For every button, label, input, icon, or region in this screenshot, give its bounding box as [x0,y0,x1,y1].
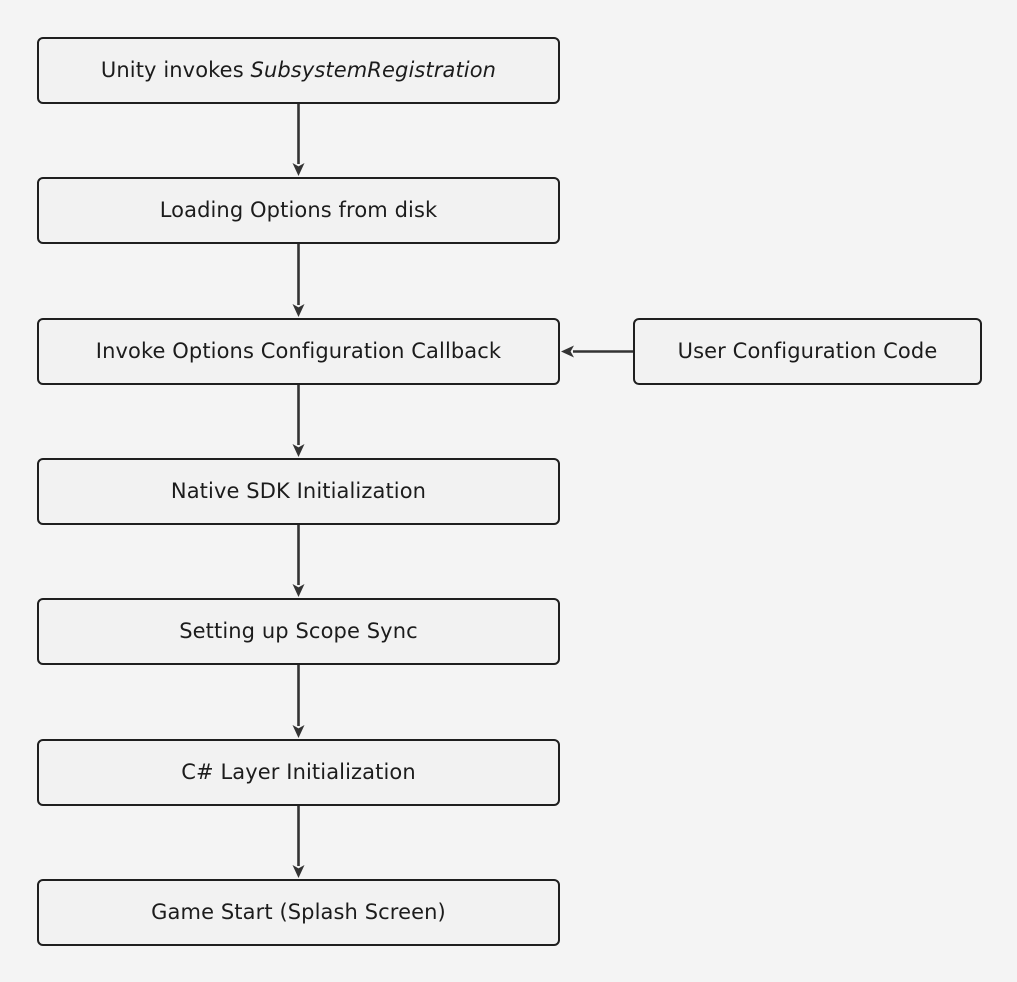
node-label-scope-sync: Setting up Scope Sync [179,618,418,643]
node-subsystem-registration[interactable]: Unity invokes SubsystemRegistration [37,37,560,104]
node-native-sdk-init[interactable]: Native SDK Initialization [37,458,560,525]
node-label-game-start: Game Start (Splash Screen) [151,899,446,924]
node-label-prefix: Unity invokes [100,57,251,82]
node-game-start[interactable]: Game Start (Splash Screen) [37,879,560,946]
node-csharp-layer-init[interactable]: C# Layer Initialization [37,739,560,806]
node-loading-options[interactable]: Loading Options from disk [37,177,560,244]
node-label-emphasis: SubsystemRegistration [250,57,497,82]
node-user-configuration-code[interactable]: User Configuration Code [633,318,982,385]
node-label-native-sdk-init: Native SDK Initialization [170,478,427,503]
node-invoke-options-callback[interactable]: Invoke Options Configuration Callback [37,318,560,385]
node-scope-sync[interactable]: Setting up Scope Sync [37,598,560,665]
node-label-loading-options: Loading Options from disk [159,197,438,222]
node-label-user-configuration-code: User Configuration Code [677,338,938,363]
node-label-invoke-options-callback: Invoke Options Configuration Callback [95,338,502,363]
node-label-csharp-layer-init: C# Layer Initialization [181,759,416,784]
node-label-subsystem-registration: Unity invokes SubsystemRegistration [83,58,514,83]
